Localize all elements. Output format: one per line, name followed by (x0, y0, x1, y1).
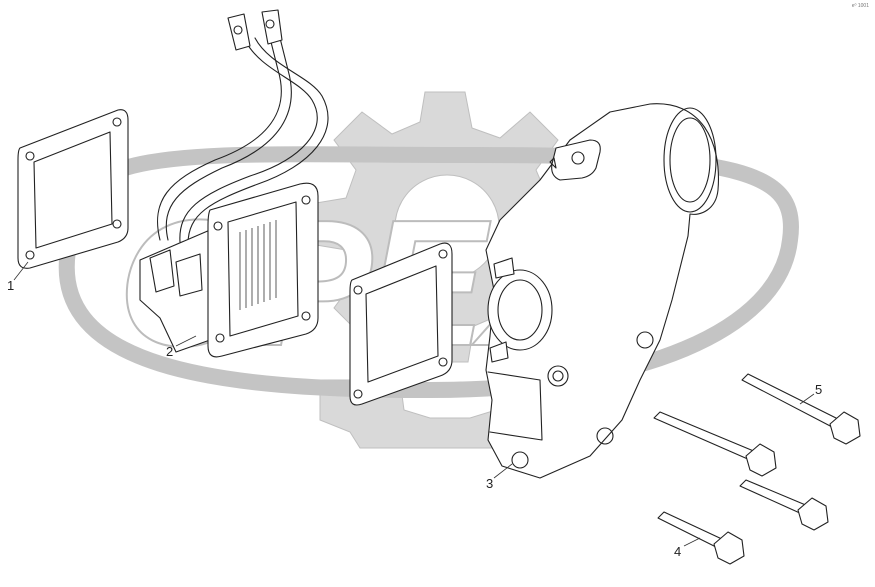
bolt-part-5 (741, 373, 861, 445)
bolt-part-middle (739, 479, 829, 531)
callout-3: 3 (486, 476, 493, 491)
callout-4: 4 (674, 544, 681, 559)
callout-leaders (13, 261, 815, 547)
intake-housing-part-3 (485, 103, 720, 479)
bolt-part-upper (653, 411, 777, 477)
gasket-middle (349, 242, 453, 406)
bolt-part-4 (657, 511, 745, 565)
callout-1: 1 (7, 278, 14, 293)
gasket-part-1 (17, 109, 129, 269)
watermark-oval (58, 146, 799, 399)
corner-reference-mark: e⁰ 1001 (851, 3, 869, 9)
heater-fins (239, 220, 277, 310)
callout-2: 2 (166, 344, 173, 359)
heater-part-2 (139, 9, 329, 358)
callout-5: 5 (815, 382, 822, 397)
